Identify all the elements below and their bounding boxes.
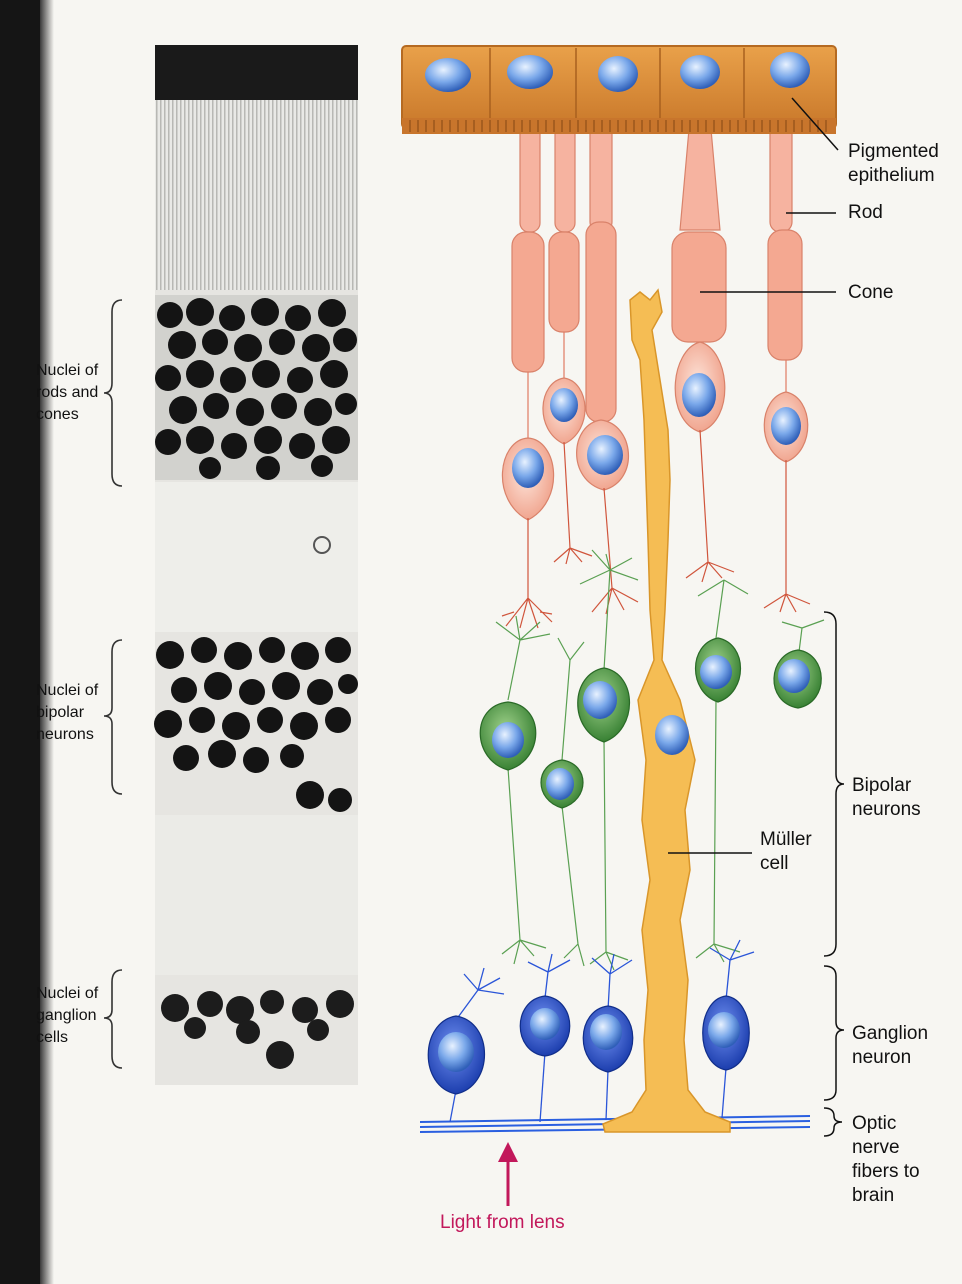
label-muller-cell: Müller cell xyxy=(760,828,812,876)
label-nuclei-bipolar: Nuclei of bipolar neurons xyxy=(36,680,98,746)
micrograph-brackets xyxy=(104,300,122,1068)
bracket-ganglion xyxy=(104,970,122,1068)
light-arrow xyxy=(498,1142,518,1206)
micrograph-outer-segments xyxy=(155,100,358,290)
micrograph-pigment-layer xyxy=(155,45,358,103)
label-nuclei-ganglion: Nuclei of ganglion cells xyxy=(36,983,98,1049)
bracket-bipolar xyxy=(104,640,122,794)
label-ganglion-neuron: Ganglion neuron xyxy=(852,1022,928,1070)
ganglion-cell-bodies xyxy=(428,996,749,1094)
label-bipolar-neurons: Bipolar neurons xyxy=(852,774,921,822)
bracket-rods-cones xyxy=(104,300,122,486)
muller-nucleus xyxy=(655,715,689,755)
bracket-bipolar-neurons xyxy=(824,612,844,956)
label-cone: Cone xyxy=(848,281,893,305)
retina-micrograph xyxy=(154,45,358,1085)
bracket-optic-nerve xyxy=(824,1108,842,1136)
bracket-ganglion-neuron xyxy=(824,966,844,1100)
pigmented-epithelium xyxy=(402,46,836,134)
label-light-from-lens: Light from lens xyxy=(440,1212,565,1234)
label-pigmented-epithelium: Pigmented epithelium xyxy=(848,140,939,188)
label-optic-nerve: Optic nerve fibers to brain xyxy=(852,1112,920,1208)
label-rod: Rod xyxy=(848,201,883,225)
label-nuclei-rods-cones: Nuclei of rods and cones xyxy=(36,360,98,426)
